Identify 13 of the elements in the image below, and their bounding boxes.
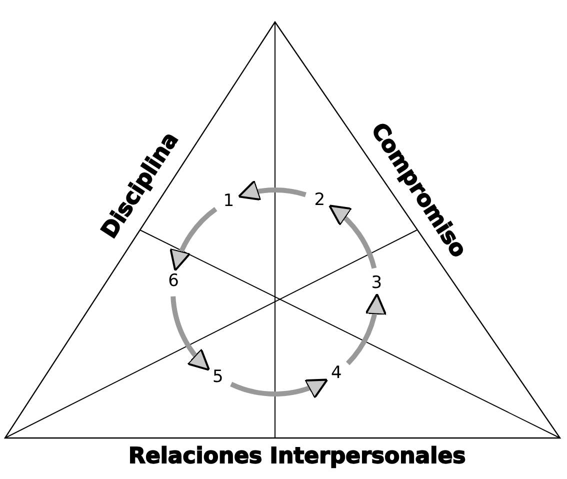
- step-number: 1: [218, 190, 240, 212]
- step-number: 2: [308, 189, 331, 212]
- curved-arrow: [346, 293, 386, 366]
- step-number: 4: [325, 362, 348, 384]
- curved-arrow: [328, 204, 377, 269]
- step-number: 5: [206, 366, 229, 388]
- curved-arrow: [170, 296, 210, 372]
- curved-arrow: [170, 207, 218, 272]
- curved-arrow: [238, 180, 306, 202]
- step-number: 6: [162, 270, 185, 292]
- base-label: Relaciones Interpersonales: [128, 444, 466, 468]
- curved-arrow: [230, 378, 328, 398]
- step-number: 3: [366, 272, 388, 294]
